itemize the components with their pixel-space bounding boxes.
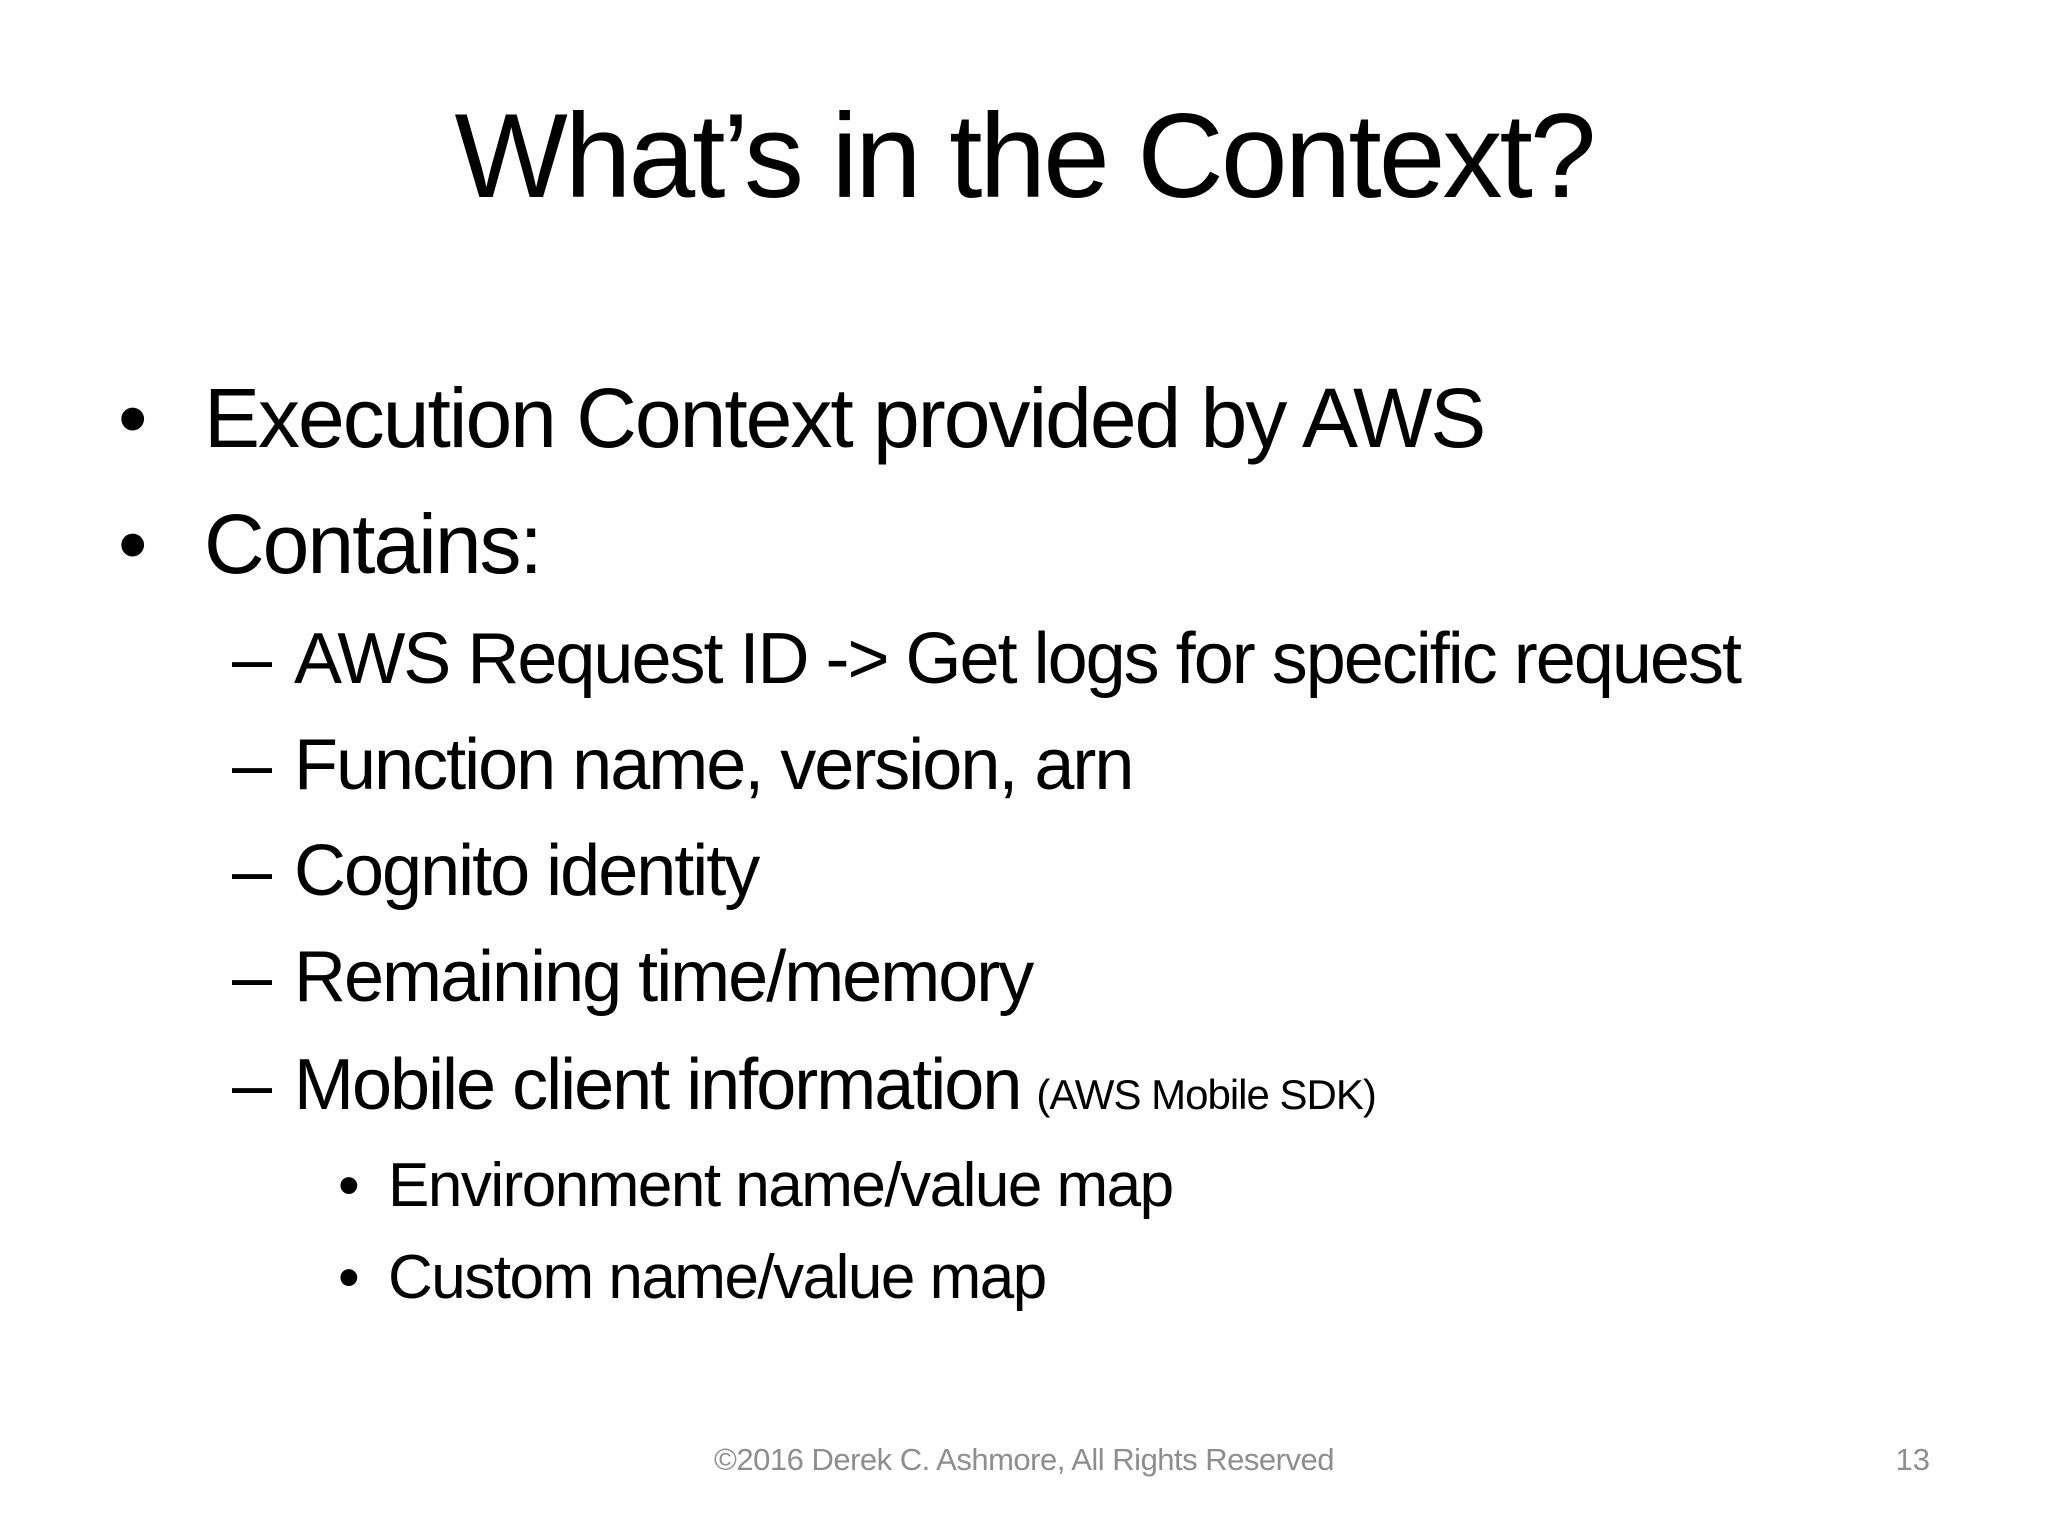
bullet-suffix-text: (AWS Mobile SDK) <box>1036 1071 1377 1118</box>
bullet-line: – Cognito identity <box>232 831 760 911</box>
bullet-dot-marker: • <box>338 1151 360 1220</box>
bullet-text: Environment name/value map <box>388 1151 1174 1220</box>
bullet-line: – Remaining time/memory <box>232 937 1034 1017</box>
bullet-dash-marker: – <box>232 619 273 699</box>
page-number: 13 <box>1895 1442 1930 1477</box>
bullet-line: • Environment name/value map <box>338 1151 1174 1220</box>
bullet-text: Remaining time/memory <box>294 937 1034 1017</box>
bullet-dot-marker: • <box>118 371 148 465</box>
bullet-text: Function name, version, arn <box>294 725 1134 805</box>
bullet-line: • Contains: <box>118 497 543 591</box>
footer-copyright: ©2016 Derek C. Ashmore, All Rights Reser… <box>714 1442 1334 1477</box>
bullet-text: Execution Context provided by AWS <box>204 371 1486 465</box>
bullet-text: Mobile client information <box>294 1045 1022 1125</box>
bullet-text: Contains: <box>204 497 543 591</box>
bullet-dash-marker: – <box>232 1045 273 1125</box>
bullet-dot-marker: • <box>118 497 148 591</box>
bullet-line: – Function name, version, arn <box>232 725 1134 805</box>
bullet-dash-marker: – <box>232 725 273 805</box>
bullet-line: • Custom name/value map <box>338 1243 1047 1312</box>
bullet-dash-marker: – <box>232 831 273 911</box>
bullet-dot-marker: • <box>338 1243 360 1312</box>
bullet-text: Custom name/value map <box>388 1243 1047 1312</box>
bullet-line: – AWS Request ID -> Get logs for specifi… <box>232 619 1742 699</box>
bullet-dash-marker: – <box>232 937 273 1017</box>
bullet-text: Cognito identity <box>294 831 760 911</box>
bullet-line: – Mobile client information (AWS Mobile … <box>232 1045 1377 1125</box>
bullet-text: AWS Request ID -> Get logs for specific … <box>294 619 1742 699</box>
slide-title: What’s in the Context? <box>454 89 1596 223</box>
bullet-line: • Execution Context provided by AWS <box>118 371 1486 465</box>
